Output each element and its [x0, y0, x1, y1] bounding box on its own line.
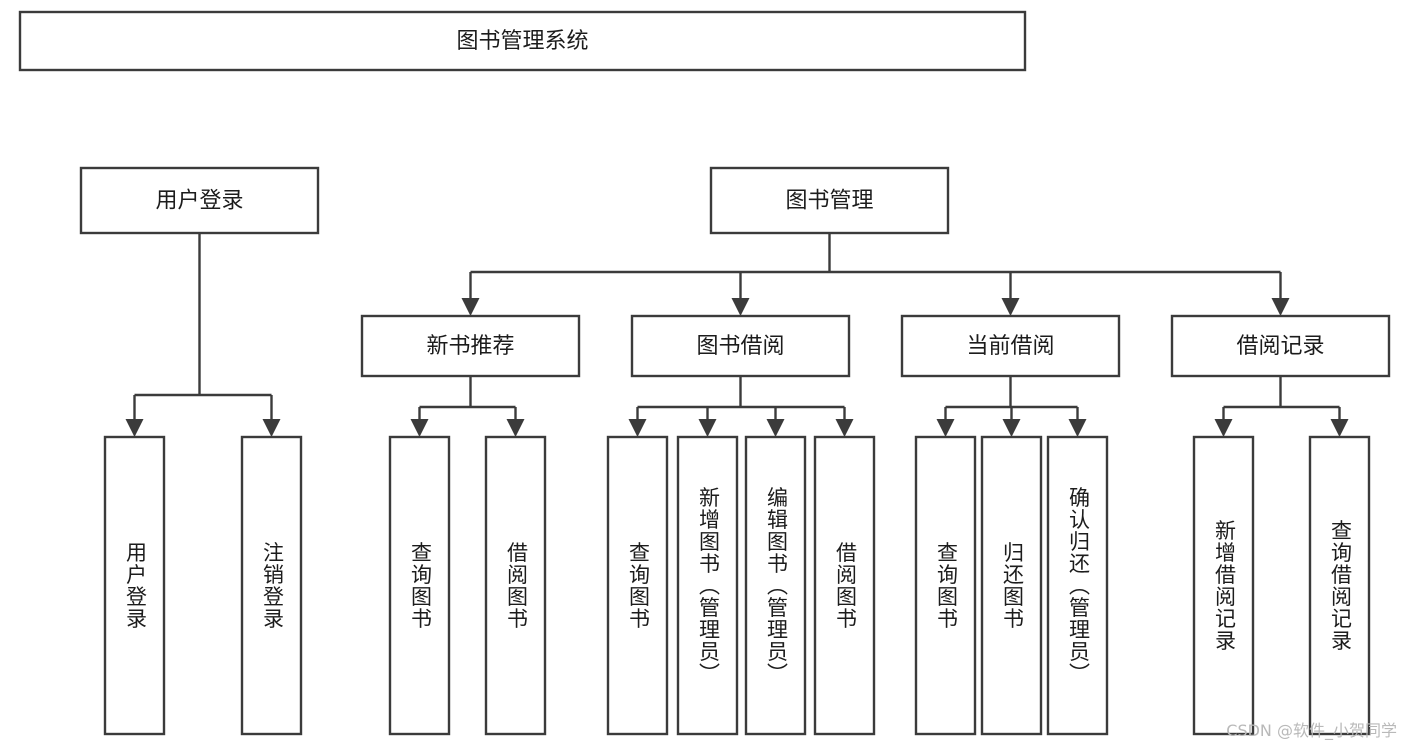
- node-box[interactable]: [18, 10, 1027, 72]
- node-book-manage[interactable]: 图书管理: [709, 166, 950, 235]
- arrow-head-icon: [262, 419, 281, 437]
- arrow-head-icon: [731, 298, 750, 316]
- node-box[interactable]: [1170, 314, 1391, 378]
- node-box[interactable]: [709, 166, 950, 235]
- node-box[interactable]: [484, 435, 547, 736]
- node-box[interactable]: [1192, 435, 1255, 736]
- arrow-head-icon: [1002, 419, 1021, 437]
- node-borrow-record[interactable]: 借阅记录: [1170, 314, 1391, 378]
- arrow-head-icon: [698, 419, 717, 437]
- node-leaf-query-book-current[interactable]: 查询图书: [914, 435, 977, 736]
- arrow-head-icon: [461, 298, 480, 316]
- node-leaf-borrow-book-rec[interactable]: 借阅图书: [484, 435, 547, 736]
- arrow-head-icon: [506, 419, 525, 437]
- node-label: 用户登录: [124, 542, 148, 630]
- node-label: 图书管理: [785, 189, 873, 214]
- node-book-borrow[interactable]: 图书借阅: [630, 314, 851, 378]
- watermark-text: CSDN @软件_小贺同学: [1226, 721, 1397, 740]
- arrow-head-icon: [936, 419, 955, 437]
- node-root[interactable]: 图书管理系统: [18, 10, 1027, 72]
- arrow-head-icon: [835, 419, 854, 437]
- node-label: 图书管理系统: [456, 29, 588, 54]
- node-label: 查询图书: [627, 542, 651, 630]
- node-box[interactable]: [630, 314, 851, 378]
- node-leaf-query-record[interactable]: 查询借阅记录: [1308, 435, 1371, 736]
- node-label: 新书推荐: [426, 334, 514, 359]
- node-box[interactable]: [606, 435, 669, 736]
- node-leaf-user-logout[interactable]: 注销登录: [240, 435, 303, 736]
- node-user-login[interactable]: 用户登录: [79, 166, 320, 235]
- node-label: 查询借阅记录: [1329, 520, 1353, 652]
- node-leaf-return-book[interactable]: 归还图书: [980, 435, 1043, 736]
- node-label: 图书借阅: [696, 334, 784, 359]
- node-label: 查询图书: [935, 542, 959, 630]
- node-box[interactable]: [744, 435, 807, 736]
- node-box[interactable]: [1046, 435, 1109, 736]
- node-leaf-query-book-borrow[interactable]: 查询图书: [606, 435, 669, 736]
- node-label: 注销登录: [261, 542, 285, 630]
- node-leaf-confirm-return[interactable]: 确认归还（管理员）: [1046, 435, 1109, 736]
- node-new-book-rec[interactable]: 新书推荐: [360, 314, 581, 378]
- arrow-head-icon: [1068, 419, 1087, 437]
- node-label: 当前借阅: [966, 334, 1054, 359]
- node-box[interactable]: [813, 435, 876, 736]
- node-leaf-add-book[interactable]: 新增图书（管理员）: [676, 435, 739, 736]
- node-label: 编辑图书（管理员）: [765, 487, 789, 685]
- node-leaf-query-book-rec[interactable]: 查询图书: [388, 435, 451, 736]
- node-leaf-user-login[interactable]: 用户登录: [103, 435, 166, 736]
- node-box[interactable]: [676, 435, 739, 736]
- node-current-borrow[interactable]: 当前借阅: [900, 314, 1121, 378]
- node-box[interactable]: [900, 314, 1121, 378]
- arrow-head-icon: [410, 419, 429, 437]
- node-box[interactable]: [79, 166, 320, 235]
- node-label: 归还图书: [1001, 542, 1025, 630]
- node-leaf-borrow-book[interactable]: 借阅图书: [813, 435, 876, 736]
- node-box[interactable]: [914, 435, 977, 736]
- node-leaf-edit-book[interactable]: 编辑图书（管理员）: [744, 435, 807, 736]
- node-leaf-add-record[interactable]: 新增借阅记录: [1192, 435, 1255, 736]
- node-box[interactable]: [388, 435, 451, 736]
- arrow-head-icon: [628, 419, 647, 437]
- node-box[interactable]: [1308, 435, 1371, 736]
- node-box[interactable]: [103, 435, 166, 736]
- arrow-head-icon: [1330, 419, 1349, 437]
- connector-layer: [125, 233, 1349, 437]
- node-label: 查询图书: [409, 542, 433, 630]
- node-label: 用户登录: [155, 189, 243, 214]
- node-label: 新增借阅记录: [1213, 520, 1237, 652]
- arrow-head-icon: [1001, 298, 1020, 316]
- node-label: 确认归还（管理员）: [1067, 487, 1091, 685]
- node-label: 新增图书（管理员）: [697, 487, 721, 685]
- node-label: 借阅图书: [505, 542, 529, 630]
- node-label: 借阅记录: [1236, 334, 1324, 359]
- node-box[interactable]: [360, 314, 581, 378]
- arrow-head-icon: [1271, 298, 1290, 316]
- arrow-head-icon: [1214, 419, 1233, 437]
- node-box[interactable]: [980, 435, 1043, 736]
- node-box[interactable]: [240, 435, 303, 736]
- arrow-head-icon: [766, 419, 785, 437]
- arrow-head-icon: [125, 419, 144, 437]
- node-label: 借阅图书: [834, 542, 858, 630]
